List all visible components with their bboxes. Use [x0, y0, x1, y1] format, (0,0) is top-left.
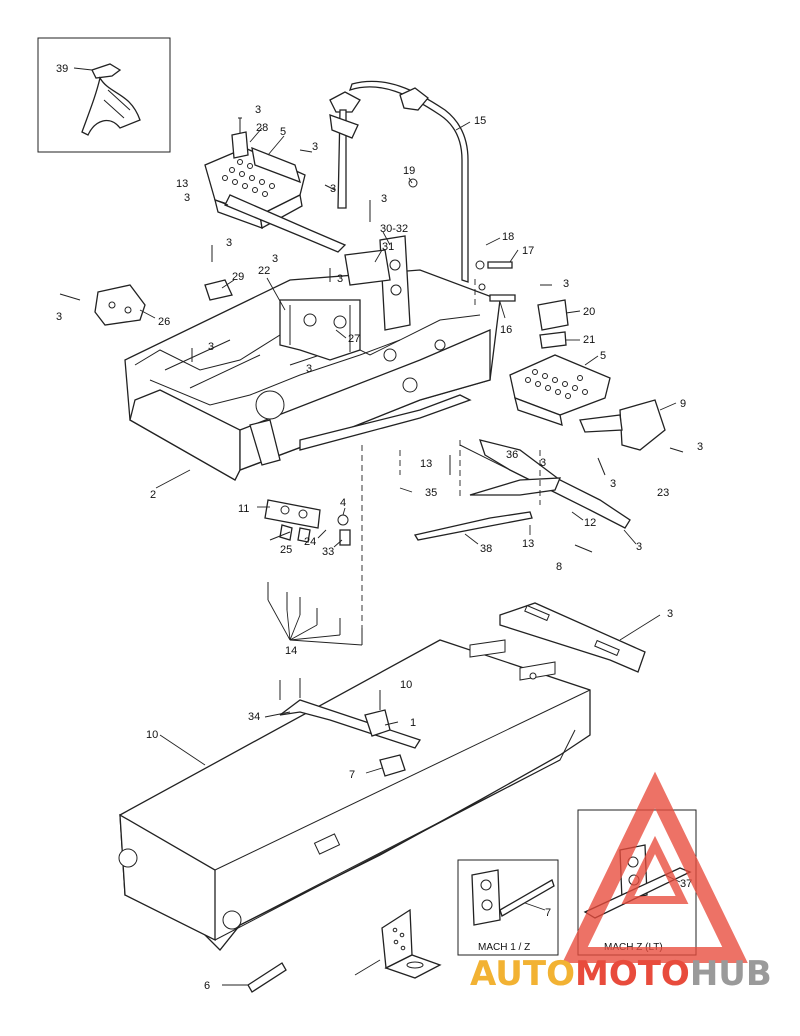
callout-20: 20 — [583, 306, 595, 318]
callout-38: 13 — [522, 538, 534, 550]
callout-22: 22 — [258, 265, 270, 277]
callout-labels: 39 3 28 5 3 13 3 3 3 15 19 3 30-32 31 18… — [56, 63, 703, 992]
plate-8 — [499, 602, 646, 673]
watermark-moto: MOTO — [575, 954, 690, 994]
callout-3: 3 — [610, 478, 616, 490]
callout-7: 7 — [545, 907, 551, 919]
callout-26: 26 — [158, 316, 170, 328]
callout-2: 2 — [150, 489, 156, 501]
shaft-37 — [247, 962, 287, 993]
callout-3: 3 — [255, 104, 261, 116]
callout-19: 19 — [403, 165, 415, 177]
callout-3: 3 — [381, 193, 387, 205]
callout-5: 5 — [280, 126, 286, 138]
watermark-text: AUTOMOTOHUB — [470, 954, 772, 994]
callout-8: 3 — [667, 608, 673, 620]
callout-3: 23 — [657, 487, 669, 499]
bolts-16-17-18 — [408, 178, 516, 302]
watermark-logo — [562, 771, 748, 963]
callout-10: 34 — [248, 711, 260, 723]
callout-14: 10 — [400, 679, 412, 691]
callout-3: 3 — [337, 273, 343, 285]
callout-15: 15 — [474, 115, 486, 127]
callout-3: 3 — [563, 278, 569, 290]
callout-3: 3 — [184, 192, 190, 204]
callout-3: 3 — [330, 183, 336, 195]
callout-27: 27 — [348, 333, 360, 345]
inset-box-39 — [37, 37, 171, 153]
watermark-hub: HUB — [690, 954, 772, 994]
bolts-3 — [59, 117, 684, 710]
callout-1: 10 — [146, 729, 158, 741]
callout-3: 14 — [285, 645, 297, 657]
footrest-left-5 — [204, 131, 347, 253]
callout-13: 13 — [420, 458, 432, 470]
callout-3: 25 — [280, 544, 292, 556]
bracket-6 — [381, 908, 442, 979]
callout-16: 16 — [500, 324, 512, 336]
steering-bar-15 — [329, 80, 469, 283]
callout-3: 3 — [697, 441, 703, 453]
callout-36: 36 — [506, 449, 518, 461]
callout-25: 24 — [304, 536, 316, 548]
callout-37: 6 — [204, 980, 210, 992]
callout-3: 3 — [226, 237, 232, 249]
callout-24: 33 — [322, 546, 334, 558]
callout-34: 1 — [410, 717, 416, 729]
callout-4: 12 — [584, 517, 596, 529]
callout-13: 8 — [556, 561, 562, 573]
callout-10: 7 — [349, 769, 355, 781]
callout-13: 13 — [176, 178, 188, 190]
callout-3: 3 — [272, 253, 278, 265]
callout-17: 17 — [522, 245, 534, 257]
arm-assembly-4 — [413, 439, 631, 541]
callout-12: 3 — [636, 541, 642, 553]
crossbar-34 — [279, 699, 421, 777]
frame-2 — [94, 235, 501, 481]
guide-lines — [361, 275, 541, 635]
callout-3: 3 — [540, 457, 546, 469]
callout-31: 31 — [382, 241, 394, 253]
footrest-right-5 — [509, 299, 666, 451]
callout-3: 3 — [306, 363, 312, 375]
callout-9: 9 — [680, 398, 686, 410]
callout-11: 4 — [340, 497, 346, 509]
callout-3: 3 — [312, 141, 318, 153]
inset-caption-mach1z: MACH 1 / Z — [478, 942, 530, 953]
watermark-auto: AUTO — [470, 954, 575, 994]
callout-28: 28 — [256, 122, 268, 134]
callout-33: 38 — [480, 543, 492, 555]
hinge-23 — [264, 499, 351, 546]
callout-5: 5 — [600, 350, 606, 362]
callout-29: 29 — [232, 271, 244, 283]
callout-3: 3 — [56, 311, 62, 323]
callout-30-32: 30-32 — [380, 223, 408, 235]
inset-mach1z — [457, 859, 559, 956]
callout-39: 39 — [56, 63, 68, 75]
callout-7: 37 — [680, 878, 692, 890]
callout-18: 18 — [502, 231, 514, 243]
callout-3: 3 — [208, 341, 214, 353]
tunnel-1 — [118, 639, 591, 951]
callout-23: 11 — [238, 503, 249, 515]
callout-35: 35 — [425, 487, 437, 499]
callout-21: 21 — [583, 334, 595, 346]
